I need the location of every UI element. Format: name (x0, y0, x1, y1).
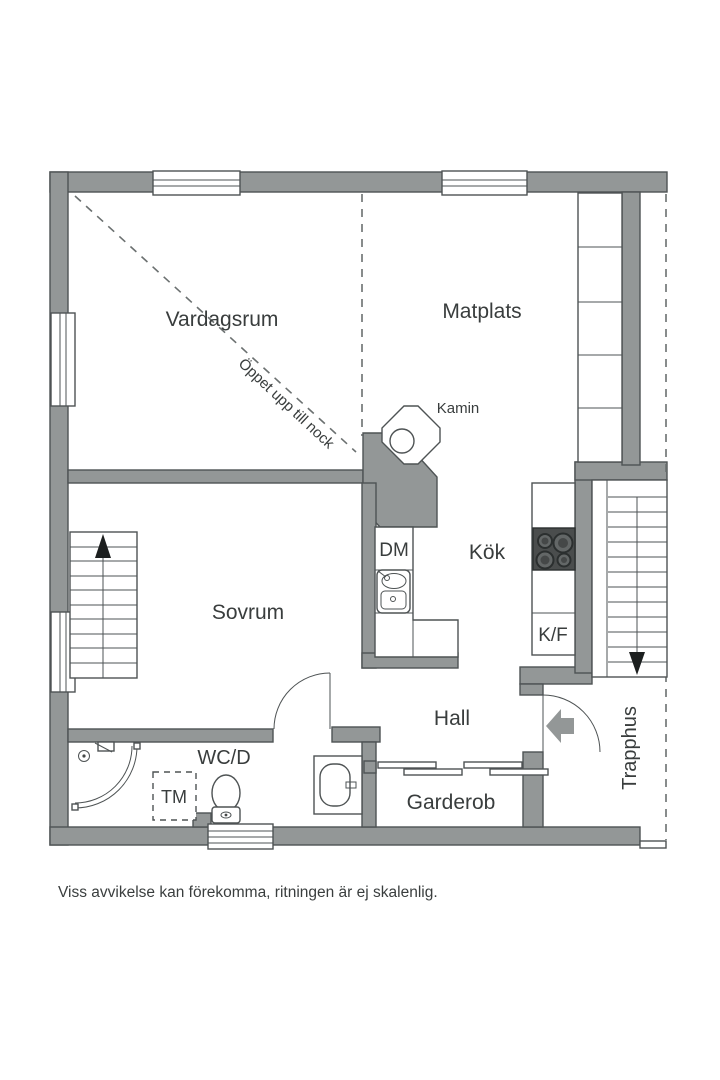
disclaimer-text: Viss avvikelse kan förekomma, ritningen … (58, 884, 438, 901)
wall-stair-top (574, 461, 668, 481)
up-arrow-icon (95, 534, 111, 558)
room-label-wcd: WC/D (197, 747, 250, 769)
room-label-garderob: Garderob (407, 791, 496, 814)
wall-matplats-east (621, 191, 641, 466)
wall-left (49, 171, 69, 846)
washing-machine-label: TM (161, 787, 187, 807)
room-label-vardagsrum: Vardagsrum (166, 308, 279, 331)
fireplace-label: Kamin (437, 400, 480, 417)
door-wcd (273, 672, 331, 730)
wall-garderob-east (522, 751, 544, 828)
wall-stub-hall (331, 726, 381, 743)
open-to-ridge-label: Öppet upp till nock (235, 354, 339, 452)
door-arc (542, 694, 601, 753)
wall-garderob-jamb (363, 760, 377, 774)
room-label-sovrum: Sovrum (212, 601, 284, 624)
window-left-livingroom (50, 312, 76, 407)
dining-cabinets (577, 192, 623, 463)
open-ceiling-dashed-line (74, 195, 357, 453)
sink-icon (376, 569, 411, 614)
washing-machine-box (152, 771, 197, 821)
room-label-trapphus: Trapphus (619, 706, 641, 790)
stairs-up (69, 531, 138, 679)
window-top-livingroom (152, 170, 241, 196)
sliding-doors-garderob (377, 761, 549, 776)
door-entrance (542, 694, 601, 753)
stairs-down (591, 479, 668, 678)
door-arc (273, 672, 331, 730)
wall-entrance-jamb (519, 683, 544, 696)
room-label-kok: Kök (469, 541, 506, 564)
wall-livingroom-bedroom (67, 469, 364, 484)
kitchen-counter-right (531, 482, 576, 656)
entrance-arrow-icon (546, 709, 574, 743)
fireplace-icon (381, 405, 441, 465)
shower-icon (71, 741, 141, 811)
wall-bedroom-wcd (67, 728, 274, 743)
wall-top (49, 171, 668, 193)
wall-kitchen-stair (574, 461, 593, 674)
threshold-stairwell (639, 840, 667, 849)
room-label-matplats: Matplats (442, 300, 521, 323)
window-top-dining (441, 170, 528, 196)
stove-icon (532, 527, 576, 571)
washbasin-icon (313, 755, 363, 815)
wall-wcd-garderob-west (361, 741, 377, 828)
kitchen-counter-left (374, 526, 459, 658)
dishwasher-label: DM (379, 540, 409, 561)
down-arrow-icon (629, 652, 645, 675)
fridge-freezer-label: K/F (538, 625, 568, 646)
room-label-hall: Hall (434, 707, 470, 730)
toilet-icon (211, 774, 241, 824)
window-bottom-wcd (207, 823, 274, 850)
wall-bedroom-kitchen (361, 482, 377, 669)
wall-bottom (49, 826, 641, 846)
